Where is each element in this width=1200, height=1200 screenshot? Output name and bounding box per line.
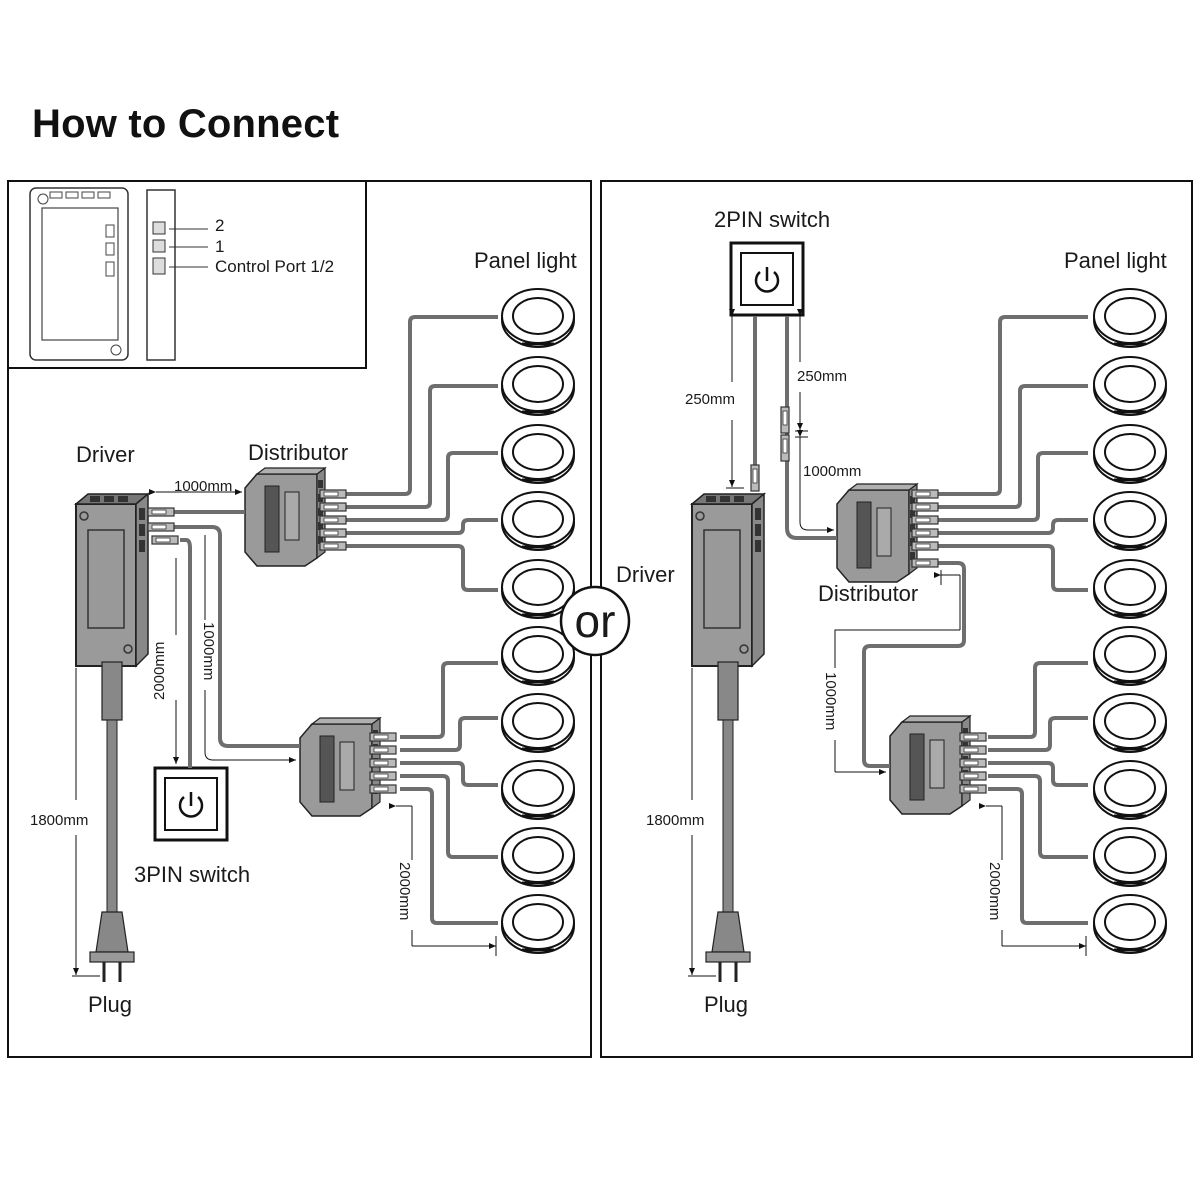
panel-light [500, 287, 576, 349]
right-dim-power-cord: 1800mm [646, 812, 704, 829]
or-label: or [575, 595, 616, 647]
right-panel-light-label: Panel light [1064, 248, 1167, 273]
right-distributor-label: Distributor [818, 581, 918, 606]
panel-light [1092, 759, 1168, 821]
panel-light [1092, 625, 1168, 687]
or-separator [559, 585, 631, 657]
left-driver-connector-1 [147, 507, 175, 517]
panel-light [1092, 826, 1168, 888]
left-dim-switch-cable: 2000mm [151, 642, 168, 700]
left-dim-light-cable: 2000mm [396, 862, 413, 920]
inset-port-1-label: 1 [215, 237, 224, 256]
panel-light [500, 759, 576, 821]
right-driver [691, 493, 765, 667]
right-cables [753, 315, 1088, 925]
inset-driver-front [29, 187, 129, 361]
panel-light [1092, 558, 1168, 620]
left-control-connector [151, 535, 179, 545]
left-plug-label: Plug [88, 992, 132, 1017]
inset-control-port-label: Control Port 1/2 [215, 257, 334, 276]
right-distributor-1 [836, 483, 918, 583]
left-switch-label: 3PIN switch [134, 862, 250, 887]
panel-light [500, 826, 576, 888]
right-dim-switch-left: 250mm [685, 391, 735, 408]
right-driver-label: Driver [616, 562, 675, 587]
right-distributor-2 [889, 715, 971, 815]
right-dim-switch-to-distributor: 1000mm [803, 463, 861, 480]
inset-port-2-label: 2 [215, 216, 224, 235]
panel-light [1092, 355, 1168, 417]
left-distributor-label: Distributor [248, 440, 348, 465]
panel-light [500, 423, 576, 485]
left-dimension-lines [72, 489, 497, 977]
panel-light [500, 490, 576, 552]
right-plug-label: Plug [704, 992, 748, 1017]
left-distributor-1 [244, 467, 326, 567]
right-dim-light-cable: 2000mm [986, 862, 1003, 920]
panel-light [1092, 423, 1168, 485]
right-2pin-switch [729, 241, 805, 317]
right-switch-label: 2PIN switch [714, 207, 830, 232]
left-power-cord [88, 660, 136, 984]
left-cables [172, 315, 498, 925]
panel-light [1092, 490, 1168, 552]
left-panel-light-label: Panel light [474, 248, 577, 273]
left-dim-power-cord: 1800mm [30, 812, 88, 829]
panel-light [500, 355, 576, 417]
left-3pin-switch [153, 766, 229, 842]
page-title: How to Connect [32, 102, 340, 146]
left-dim-driver-distributor: 1000mm [174, 478, 232, 495]
panel-light [1092, 287, 1168, 349]
right-switch-connector-1 [750, 464, 760, 492]
right-power-cord [704, 660, 752, 984]
panel-light [1092, 893, 1168, 955]
left-distributor-2 [299, 717, 381, 817]
panel-light [1092, 692, 1168, 754]
left-dim-second-distributor: 1000mm [200, 622, 217, 680]
panel-light [500, 692, 576, 754]
left-driver-connector-2 [147, 522, 175, 532]
right-dim-switch-right: 250mm [797, 368, 847, 385]
right-switch-connector-2 [780, 406, 790, 434]
panel-light [500, 893, 576, 955]
right-panel-lights [1092, 287, 1168, 955]
left-driver [75, 493, 149, 667]
right-switch-connector-3 [780, 434, 790, 462]
right-dim-distributor-chain: 1000mm [822, 672, 839, 730]
right-dimension-lines [688, 309, 1087, 977]
inset-driver-side [146, 189, 208, 361]
left-driver-label: Driver [76, 442, 135, 467]
